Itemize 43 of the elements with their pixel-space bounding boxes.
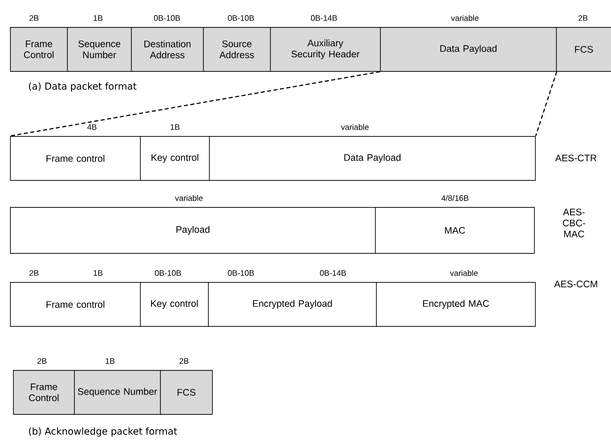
field-cell: Sequence Number (67, 27, 132, 72)
size-label: 0B-10B (154, 15, 180, 21)
size-label: 1B (106, 358, 114, 364)
field-cell: Destination Address (131, 27, 204, 72)
field-cell: Key control (140, 282, 209, 327)
size-label: variable (341, 124, 369, 130)
size-label: 1B (170, 124, 180, 130)
field-cell: Sequence Number (74, 370, 161, 415)
size-label: 1B (94, 15, 102, 21)
size-label: variable (450, 270, 478, 276)
expansion-line (535, 72, 558, 136)
mode-label: AES-CTR (555, 154, 596, 162)
size-label: 0B-10B (228, 270, 254, 276)
field-cell: FCS (160, 370, 213, 415)
size-label: 4B (87, 124, 96, 130)
size-label: 4/8/16B (441, 195, 468, 201)
size-label: variable (451, 15, 479, 21)
expansion-line (10, 71, 380, 137)
field-cell: Encrypted MAC (376, 282, 536, 327)
size-label: 1B (94, 270, 102, 276)
caption: (b) Acknowledge packet format (29, 427, 178, 437)
size-label: 0B-14B (310, 15, 337, 21)
field-cell: Frame control (10, 282, 141, 327)
field-cell: Frame Control (10, 27, 68, 72)
size-label: 2B (30, 270, 38, 276)
size-label: 0B-10B (154, 270, 181, 276)
size-label: variable (175, 195, 203, 201)
size-label: 2B (180, 358, 188, 364)
field-cell: Frame control (10, 136, 141, 181)
field-cell: Frame Control (13, 370, 75, 415)
size-label: 2B (578, 15, 588, 21)
mode-label: AES-CCM (554, 280, 598, 288)
field-cell: Auxiliary Security Header (270, 27, 381, 72)
caption: (a) Data packet format (29, 82, 136, 92)
field-cell: MAC (375, 207, 535, 254)
field-cell: Key control (140, 136, 210, 181)
size-label: 2B (30, 15, 38, 21)
field-cell: Source Address (203, 27, 271, 72)
size-label: 2B (38, 358, 46, 364)
field-cell: FCS (556, 27, 611, 72)
size-label: 0B-14B (320, 270, 346, 276)
size-label: 0B-10B (228, 15, 254, 21)
mode-label: AES-CBC-MAC (562, 208, 586, 238)
